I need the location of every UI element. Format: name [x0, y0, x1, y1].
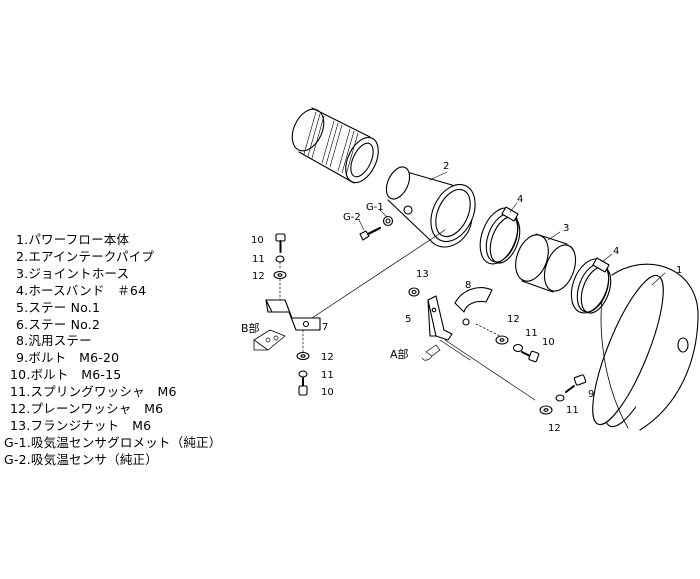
right-fastener-stack	[495, 335, 540, 363]
detail-labels: B部 A部	[241, 321, 409, 361]
callout-12-left: 12	[321, 352, 334, 363]
leader-lines	[358, 171, 666, 286]
callout-10-right: 10	[542, 337, 555, 348]
b-detail-sketch	[253, 329, 286, 351]
lower-right-fastener-stack	[539, 374, 587, 415]
callout-9: 9	[588, 389, 594, 400]
callout-12-top: 12	[252, 271, 265, 282]
callout-5: 5	[405, 314, 411, 325]
parts-list-item: G-2.吸気温センサ（純正）	[4, 451, 158, 467]
parts-list-item: 13.フランジナット M6	[10, 417, 152, 433]
callout-12-lower: 12	[548, 423, 561, 434]
b-detail-label: B部	[241, 321, 260, 335]
parts-list-item: 6.ステー No.2	[16, 316, 101, 332]
callout-1: 1	[676, 265, 682, 276]
parts-list-item: G-1.吸気温センサグロメット（純正）	[4, 434, 222, 450]
callout-3: 3	[563, 223, 569, 234]
stay-no1-assembly	[408, 287, 536, 401]
callout-13: 13	[416, 269, 429, 280]
callout-g1: G-1	[366, 202, 384, 213]
parts-list-item: 2.エアインテークパイプ	[16, 248, 155, 264]
parts-list-item: 3.ジョイントホース	[16, 265, 130, 281]
parts-list-item: 12.プレーンワッシャ M6	[10, 401, 164, 417]
callout-7: 7	[322, 322, 328, 333]
parts-list-item: 8.汎用ステー	[16, 333, 92, 349]
stay-no2	[265, 229, 446, 331]
callout-4-lower: 4	[613, 246, 619, 257]
parts-list: 1.パワーフロー本体 2.エアインテークパイプ 3.ジョイントホース 4.ホース…	[4, 232, 221, 469]
callout-11-lower: 11	[566, 405, 579, 416]
callout-11-top: 11	[252, 254, 265, 265]
hose-band-lower	[570, 257, 612, 314]
callout-g2: G-2	[343, 212, 361, 223]
parts-list-item: 9.ボルト M6-20	[16, 350, 120, 366]
callout-10-top: 10	[251, 235, 264, 246]
lower-left-fastener-stack	[296, 329, 310, 396]
parts-list-item: 4.ホースバンド ＃64	[16, 282, 147, 298]
a-detail-label: A部	[390, 347, 409, 361]
callout-8: 8	[465, 280, 471, 291]
parts-list-item: 11.スプリングワッシャ M6	[10, 384, 177, 400]
callout-12-right: 12	[507, 314, 520, 325]
callout-10-left: 10	[321, 387, 334, 398]
callout-4-upper: 4	[517, 194, 523, 205]
callouts: 1 2 3 4 4 G-1 G-2 10 11 12 7 12 11 10 13…	[251, 161, 682, 434]
callout-11-left: 11	[321, 370, 334, 381]
intake-temp-sensor	[359, 215, 394, 241]
callout-11-right: 11	[525, 328, 538, 339]
parts-list-item: 5.ステー No.1	[16, 299, 101, 315]
parts-list-item: 1.パワーフロー本体	[16, 232, 130, 247]
parts-list-item: 10.ボルト M6-15	[10, 367, 122, 383]
a-detail-sketch	[421, 344, 441, 361]
joint-hose	[515, 233, 577, 293]
left-fastener-stack	[273, 233, 287, 301]
powerflow-body	[592, 263, 699, 431]
rubber-coupler	[290, 107, 379, 185]
air-intake-pipe	[385, 166, 476, 248]
hose-band-upper	[479, 206, 521, 265]
callout-2: 2	[443, 161, 449, 172]
